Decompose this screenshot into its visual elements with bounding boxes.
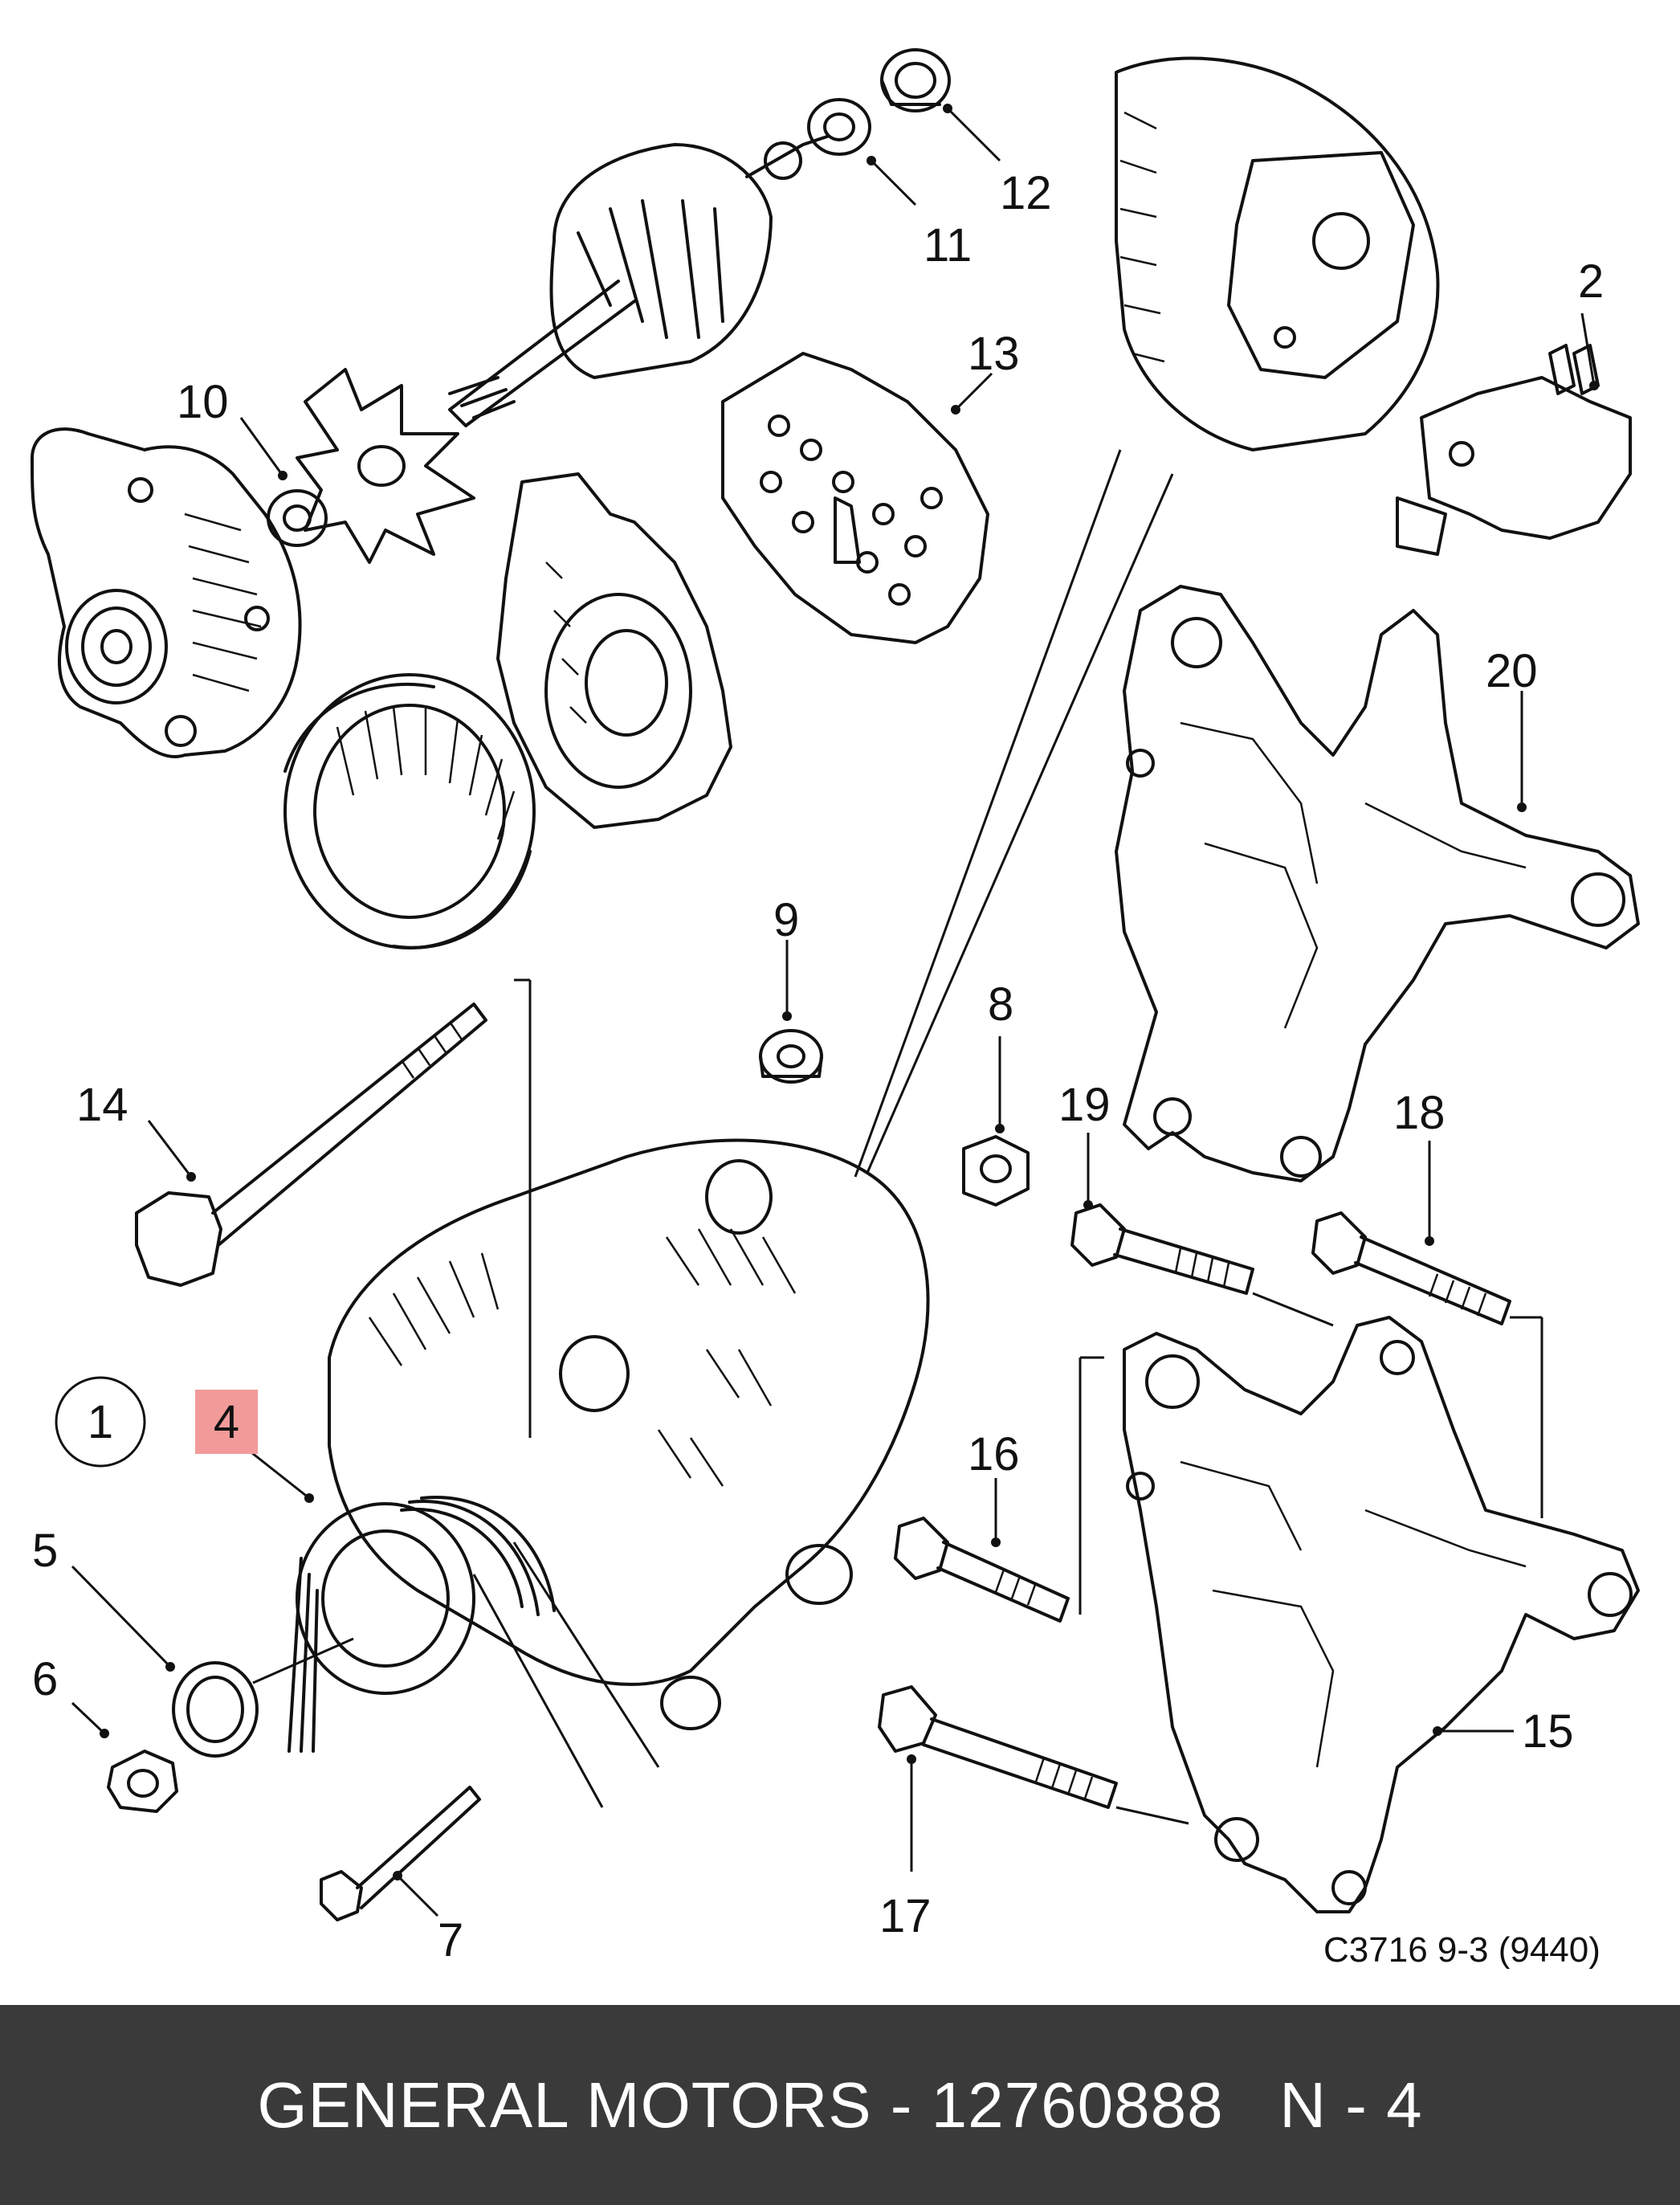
callout-2: 2: [1578, 255, 1604, 308]
reference-code: C3716 9-3 (9440): [1323, 1930, 1600, 1970]
part-alternator-rear-view: [1115, 56, 1440, 451]
callout-14: 14: [76, 1079, 128, 1131]
callout-1: 1: [88, 1396, 113, 1448]
part-rotor: [448, 135, 829, 427]
part-bolt-19: [1070, 1203, 1254, 1295]
callout-4-highlight: [195, 1390, 258, 1454]
part-rectifier: [721, 352, 989, 644]
part-bolt-17: [878, 1685, 1118, 1809]
footer-banner: GENERAL MOTORS - 12760888 N - 4: [0, 2005, 1680, 2205]
callout-17: 17: [879, 1890, 932, 1942]
callout-labels: 12 11 13 2 10 20 9 8 19 18 14 16 17 15 5…: [32, 167, 1604, 1970]
callout-5: 5: [32, 1525, 58, 1577]
part-drive-end-housing: [31, 427, 302, 758]
part-alternator-assembly: [287, 1138, 930, 1753]
part-nut-9: [759, 1029, 823, 1084]
callout-12: 12: [1000, 167, 1052, 219]
callout-6: 6: [32, 1653, 58, 1705]
callout-4: 4: [214, 1396, 239, 1448]
leader-lines: [71, 104, 1599, 1917]
callout-19: 19: [1058, 1079, 1111, 1131]
callout-11: 11: [924, 219, 972, 272]
callout-9: 9: [773, 894, 799, 946]
callout-13: 13: [968, 328, 1020, 380]
part-slip-ring-housing: [496, 472, 732, 829]
part-lower-bracket: [1123, 1316, 1640, 1913]
part-number-caption: GENERAL MOTORS - 12760888 N - 4: [257, 2068, 1423, 2141]
callout-1-circle: [55, 1376, 146, 1468]
part-voltage-regulator: [1396, 344, 1632, 556]
part-washer: [172, 1661, 259, 1758]
callout-15: 15: [1522, 1705, 1574, 1758]
callout-20: 20: [1486, 645, 1538, 697]
part-stator: [283, 673, 536, 949]
part-upper-bracket: [1115, 585, 1640, 1182]
part-bearing-seal: [880, 48, 951, 112]
part-through-bolt: [135, 1002, 487, 1287]
exploded-parts-diagram: 12 11 13 2 10 20 9 8 19 18 14 16 17 15 5…: [31, 48, 1640, 1970]
callout-16: 16: [968, 1428, 1020, 1480]
callout-18: 18: [1393, 1087, 1446, 1139]
part-bolt-18: [1311, 1211, 1511, 1325]
callout-8: 8: [988, 978, 1013, 1031]
part-small-bolt: [320, 1786, 481, 1921]
part-rotor-bearing: [807, 98, 871, 156]
part-bolt-16: [894, 1517, 1070, 1623]
part-nut-8: [962, 1135, 1030, 1207]
part-fan: [296, 368, 475, 564]
callout-7: 7: [438, 1914, 463, 1966]
part-pulley-nut: [107, 1750, 178, 1813]
callout-10: 10: [177, 376, 229, 428]
